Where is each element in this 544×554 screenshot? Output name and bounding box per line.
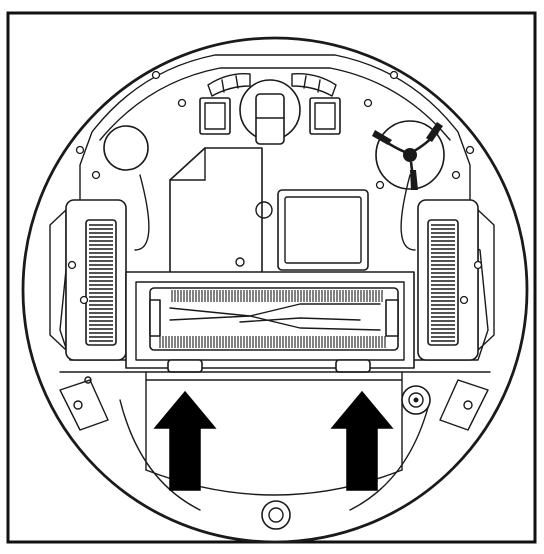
caster-wheel-tire: [255, 93, 285, 145]
up-arrow-right: [330, 390, 394, 491]
brush-release-tab-left: [167, 359, 203, 373]
brush-bristles-bottom: [159, 336, 386, 348]
dustbin-cover: [169, 147, 263, 276]
dustbin: [169, 147, 273, 276]
cliff-sensors-top: [199, 97, 341, 135]
right-drive-wheel: [417, 199, 495, 361]
caster-wheel: [239, 79, 301, 145]
battery-cover: [277, 189, 369, 271]
rear-charge-contact: [261, 500, 291, 530]
insertion-arrows: [153, 390, 394, 491]
lower-chassis: [59, 371, 491, 530]
brush-bristles-top: [171, 290, 383, 302]
left-round-sensor: [103, 125, 149, 171]
screw-holes: [67, 70, 483, 305]
up-arrow-left: [153, 390, 217, 491]
side-brush: [372, 120, 445, 190]
top-vent-slots: [207, 73, 337, 97]
main-brush-compartment: [125, 271, 415, 373]
left-wheel-tread: [89, 224, 113, 342]
brush-release-tab-right: [335, 359, 371, 373]
robot-inner-rim-2: [99, 67, 451, 141]
right-wheel-tread: [431, 224, 455, 342]
chassis-shoulder: [134, 174, 416, 251]
robot-inner-rim: [59, 54, 489, 361]
